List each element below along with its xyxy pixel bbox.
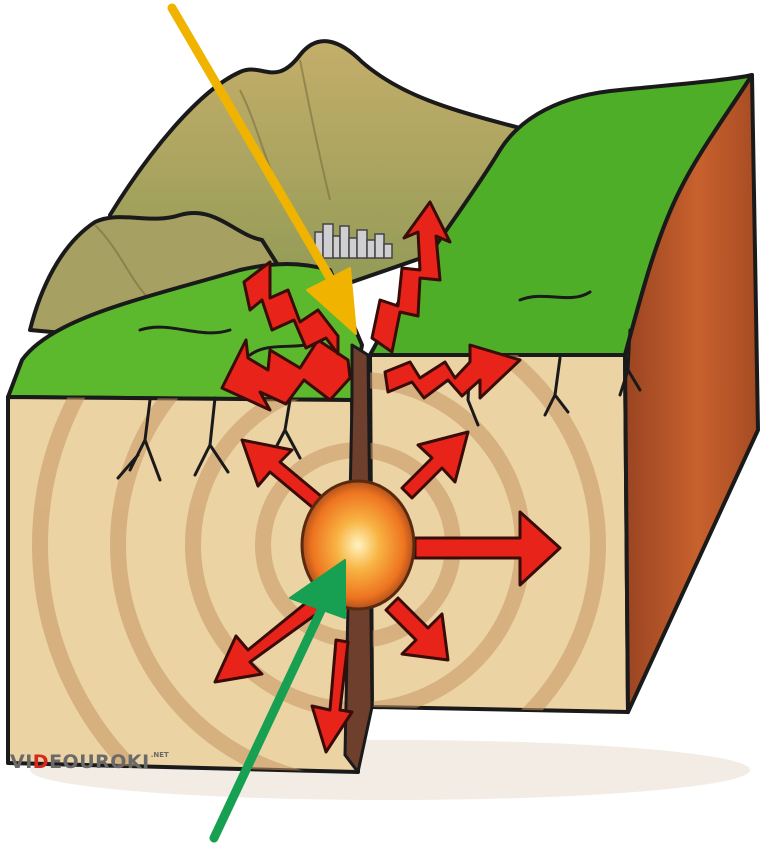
watermark-main: EOUROKI (49, 751, 150, 773)
watermark-tld: .NET (151, 751, 169, 759)
watermark-prefix: VI (10, 751, 33, 773)
watermark-logo: VIDEOUROKI.NET (10, 751, 169, 773)
watermark-accent: D (33, 751, 49, 773)
